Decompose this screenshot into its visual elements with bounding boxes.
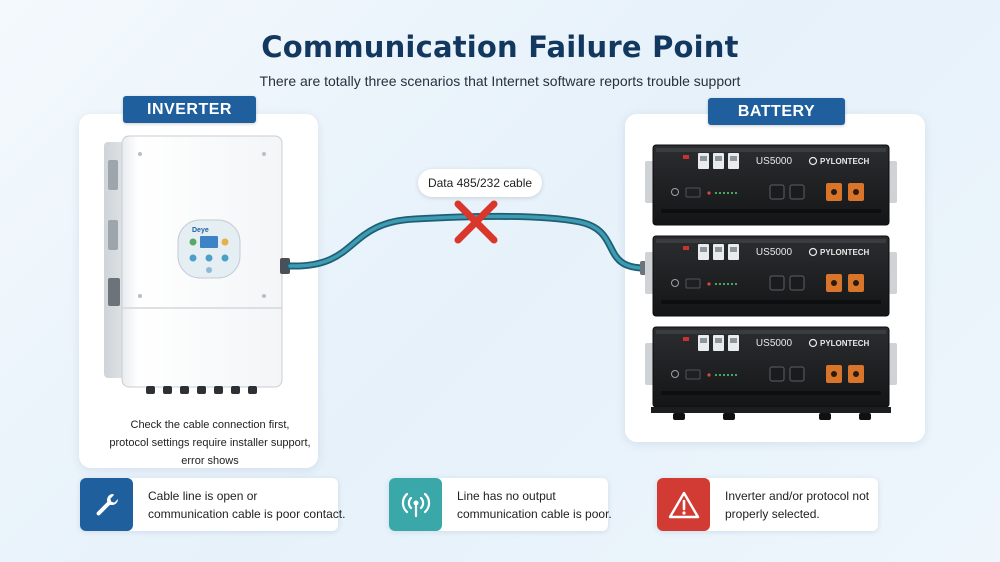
bottom-connectors xyxy=(146,386,257,394)
rack-foot xyxy=(819,413,831,420)
status-led xyxy=(683,155,689,159)
module-brand: PYLONTECH xyxy=(820,248,870,257)
scenario-card-protocol: Inverter and/or protocol not properly se… xyxy=(657,478,878,531)
pylontech-logo-icon xyxy=(808,156,818,166)
module-model: US5000 xyxy=(756,247,793,258)
note-line: protocol settings require installer supp… xyxy=(109,437,311,449)
cable-label: Data 485/232 cable xyxy=(418,169,542,197)
rj45-port xyxy=(685,369,701,380)
heatsink-vent xyxy=(108,220,118,250)
rack-foot xyxy=(673,413,685,420)
card-line: communication cable is poor. xyxy=(457,507,612,521)
rack-foot xyxy=(859,413,871,420)
card-line: communication cable is poor contact. xyxy=(148,507,346,521)
battery-module: US5000 PYLONTECH xyxy=(645,144,897,226)
rj45-port xyxy=(685,187,701,198)
page-title: Communication Failure Point xyxy=(261,30,739,64)
status-led xyxy=(683,246,689,250)
power-button xyxy=(671,370,679,378)
module-brand: PYLONTECH xyxy=(820,339,870,348)
inverter-comm-port xyxy=(280,258,290,274)
card-line: Line has no output xyxy=(457,489,556,503)
power-button xyxy=(671,279,679,287)
pylontech-logo-icon xyxy=(808,338,818,348)
module-model: US5000 xyxy=(756,156,793,167)
scenario-card-no-output: Line has no output communication cable i… xyxy=(389,478,612,531)
note-line: error shows xyxy=(181,455,239,467)
rack-handle xyxy=(645,252,654,294)
warning-icon xyxy=(657,478,710,531)
rack-handle xyxy=(645,343,654,385)
battery-module: US5000 PYLONTECH xyxy=(645,326,897,408)
lcd-screen xyxy=(200,236,218,248)
signal-icon xyxy=(389,478,442,531)
module-model: US5000 xyxy=(756,338,793,349)
rack-handle xyxy=(888,343,897,385)
power-button xyxy=(671,188,679,196)
battery-label: BATTERY xyxy=(708,98,845,125)
brand-logo: Deye xyxy=(192,227,209,234)
card-line: Inverter and/or protocol not xyxy=(725,489,870,503)
inverter-note: Check the cable connection first, protoc… xyxy=(90,416,330,470)
side-port xyxy=(108,278,120,306)
card-line: Cable line is open or xyxy=(148,489,258,503)
rack-handle xyxy=(888,161,897,203)
note-line: Check the cable connection first, xyxy=(130,419,290,431)
status-led xyxy=(683,337,689,341)
rj45-port xyxy=(685,278,701,289)
heatsink-vent xyxy=(108,160,118,190)
rack-handle xyxy=(888,252,897,294)
pylontech-logo-icon xyxy=(808,247,818,257)
card-line: properly selected. xyxy=(725,507,820,521)
inverter-device: Deye xyxy=(104,135,290,394)
wrench-icon xyxy=(80,478,133,531)
rack-foot xyxy=(723,413,735,420)
module-brand: PYLONTECH xyxy=(820,157,870,166)
scenario-card-cable-open: Cable line is open or communication cabl… xyxy=(80,478,345,531)
page-subtitle: There are totally three scenarios that I… xyxy=(259,73,741,89)
rack-handle xyxy=(645,161,654,203)
rack-base xyxy=(651,407,891,413)
battery-module: US5000 PYLONTECH xyxy=(645,235,897,317)
failure-x-icon xyxy=(454,200,498,244)
inverter-label: INVERTER xyxy=(123,96,256,123)
display-pod xyxy=(177,219,241,279)
